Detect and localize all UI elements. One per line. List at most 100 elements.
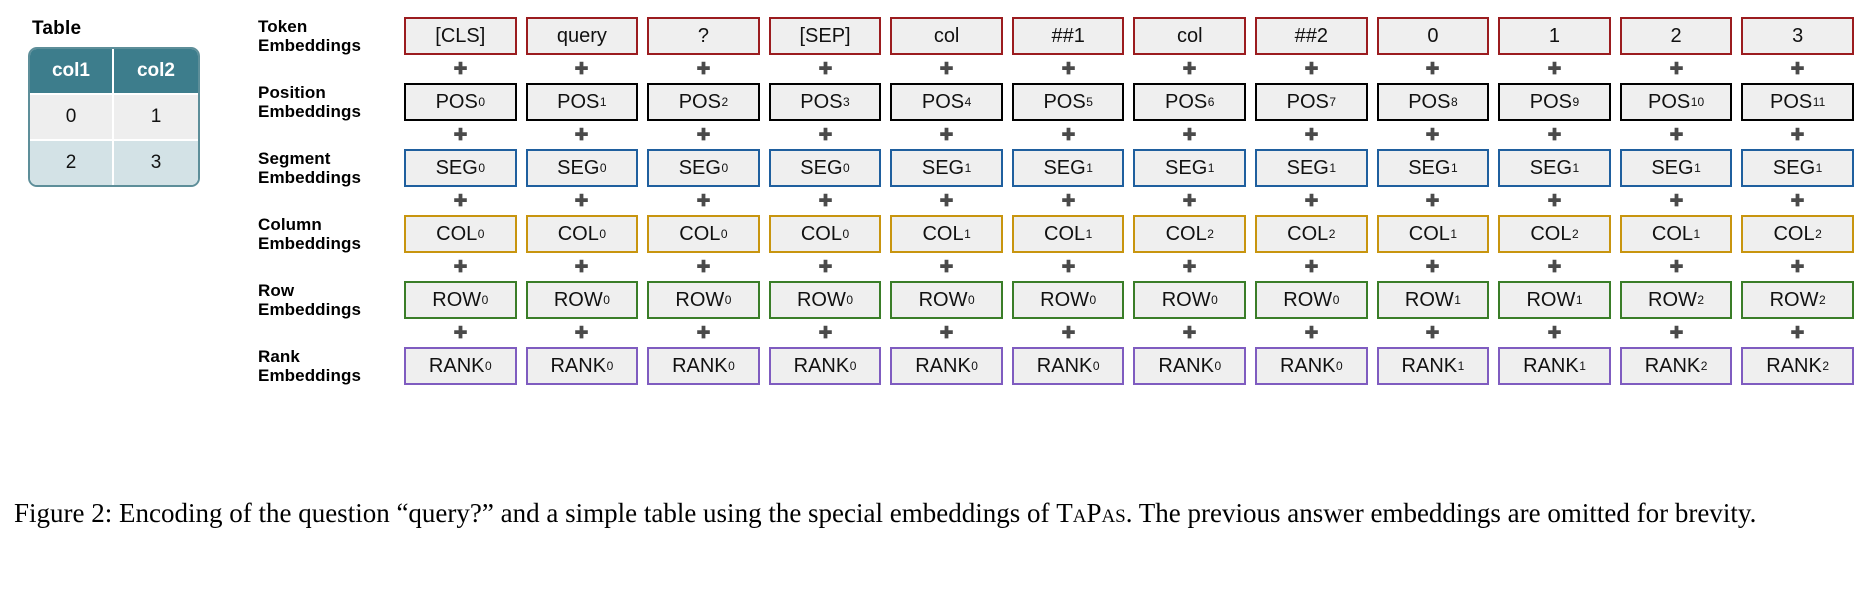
cell-base-text: RANK [1158,354,1214,377]
plus-cells [404,61,1854,78]
plus-icon [404,127,517,144]
cell-base-text: SEG [1286,156,1329,179]
cell-base-text: ROW [1161,288,1211,311]
embedding-cell-token-7: ##2 [1255,17,1368,55]
plus-icon [890,193,1003,210]
embedding-cell-token-3: [SEP] [768,17,882,55]
table-header-row: col1 col2 [30,49,198,95]
plus-icon [1377,325,1490,342]
embedding-cell-token-10: 2 [1619,17,1733,55]
label-line-1: Token [258,17,308,36]
cell-base-text: POS [1529,90,1573,113]
plus-icon [1498,61,1611,78]
plus-icon [526,61,639,78]
cell-base-text: query [556,24,607,47]
table-row: 2 3 [30,141,198,185]
plus-icon [890,325,1003,342]
plus-cells [404,193,1854,210]
plus-separator-row [258,256,1854,278]
plus-icon [1620,325,1733,342]
plus-icon [1012,127,1125,144]
plus-icon [1620,127,1733,144]
embedding-cell-token-1: query [525,17,639,55]
example-table: col1 col2 0 1 2 3 [28,47,200,187]
plus-separator-row [258,58,1854,80]
plus-icon [1255,127,1368,144]
table-cell: 1 [114,95,198,141]
plus-icon [1133,127,1246,144]
cell-base-text: ROW [1648,288,1697,311]
table-cell: 0 [30,95,114,141]
plus-icon [1255,61,1368,78]
cell-base-text: ROW [1769,288,1819,311]
cell-base-text: POS [435,90,478,113]
cell-base-text: 1 [1548,24,1561,47]
table-header-col2: col2 [114,49,198,95]
label-line-1: Position [258,83,326,102]
embedding-cell-token-0: [CLS] [404,17,517,55]
plus-icon [1377,127,1490,144]
cell-base-text: SEG [1651,156,1694,179]
plus-icon [647,193,760,210]
plus-icon [647,127,760,144]
plus-icon [769,193,882,210]
plus-icon [1741,259,1854,276]
plus-icon [890,259,1003,276]
plus-icon [1498,325,1611,342]
plus-icon [404,325,517,342]
plus-icon [1133,61,1246,78]
plus-cells [404,259,1854,276]
cell-base-text: 0 [1427,24,1439,47]
plus-icon [1133,325,1246,342]
cell-base-text: ROW [1040,288,1090,311]
embedding-cell-token-9: 1 [1498,17,1611,55]
plus-icon [1741,325,1854,342]
plus-separator-row [258,124,1854,146]
plus-icon [526,259,639,276]
cell-base-text: ROW [1526,288,1576,311]
cell-base-text: RANK [428,354,485,377]
plus-icon [1498,193,1611,210]
cell-base-text: RANK [1279,354,1336,377]
cell-base-text: POS [1165,90,1208,113]
cell-base-text: ROW [553,288,603,311]
